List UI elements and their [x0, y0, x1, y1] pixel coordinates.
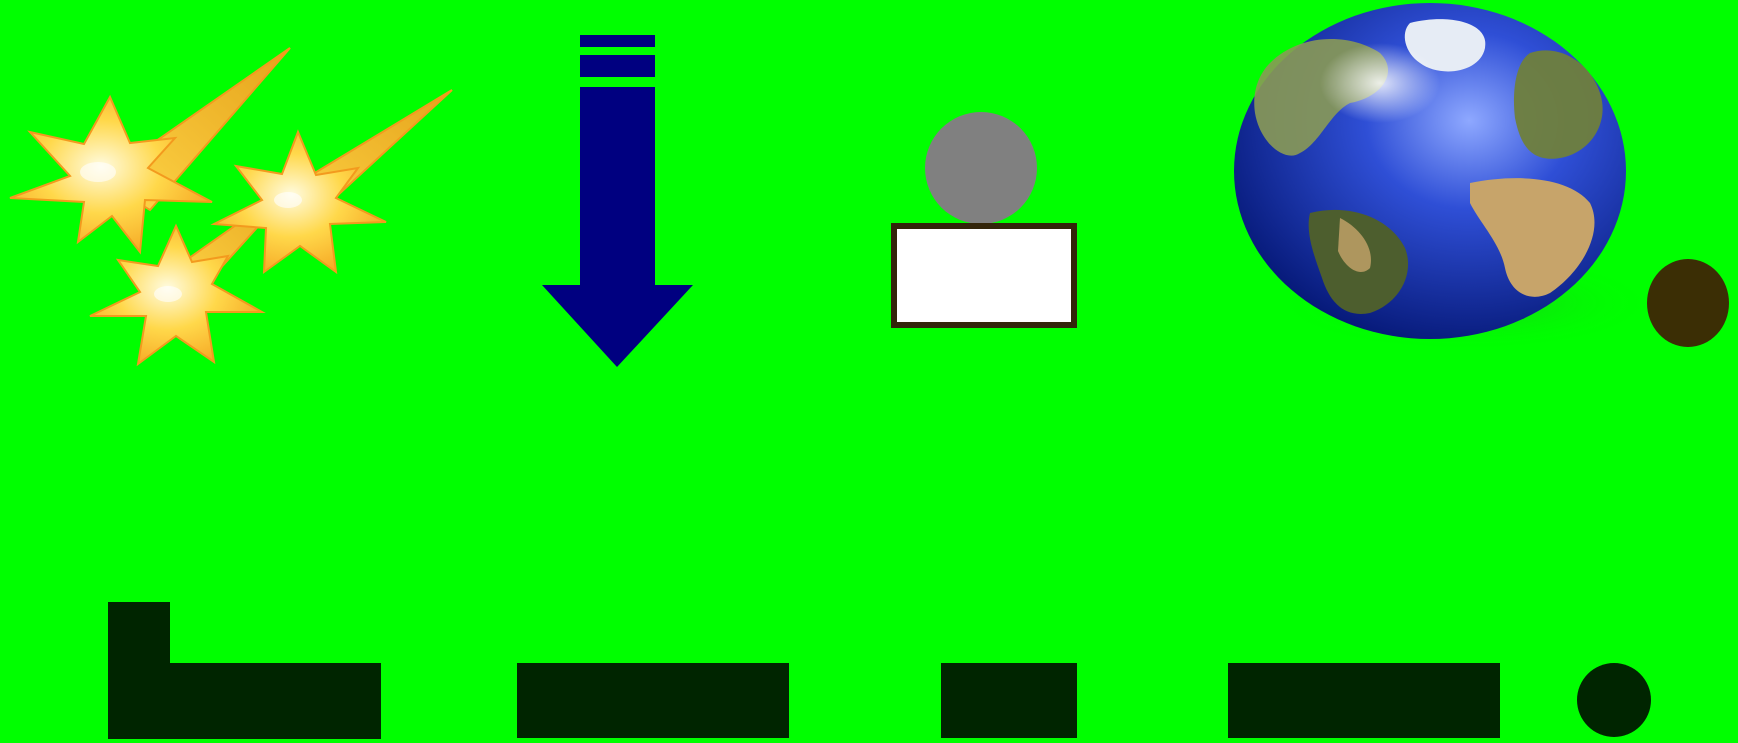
- l-block-icon[interactable]: [108, 602, 382, 740]
- person-head: [925, 112, 1037, 224]
- long-block-icon[interactable]: [517, 663, 790, 739]
- earth-globe-icon[interactable]: [1230, 3, 1650, 353]
- person-desk-icon[interactable]: [890, 110, 1080, 330]
- short-block-icon[interactable]: [941, 663, 1078, 739]
- fireworks-icon[interactable]: [0, 40, 460, 370]
- long-block-icon[interactable]: [1228, 663, 1501, 739]
- desk: [894, 226, 1074, 325]
- ball-icon[interactable]: [1646, 258, 1730, 348]
- circle-block-icon[interactable]: [1576, 662, 1654, 740]
- arrow-down-icon[interactable]: [540, 35, 695, 370]
